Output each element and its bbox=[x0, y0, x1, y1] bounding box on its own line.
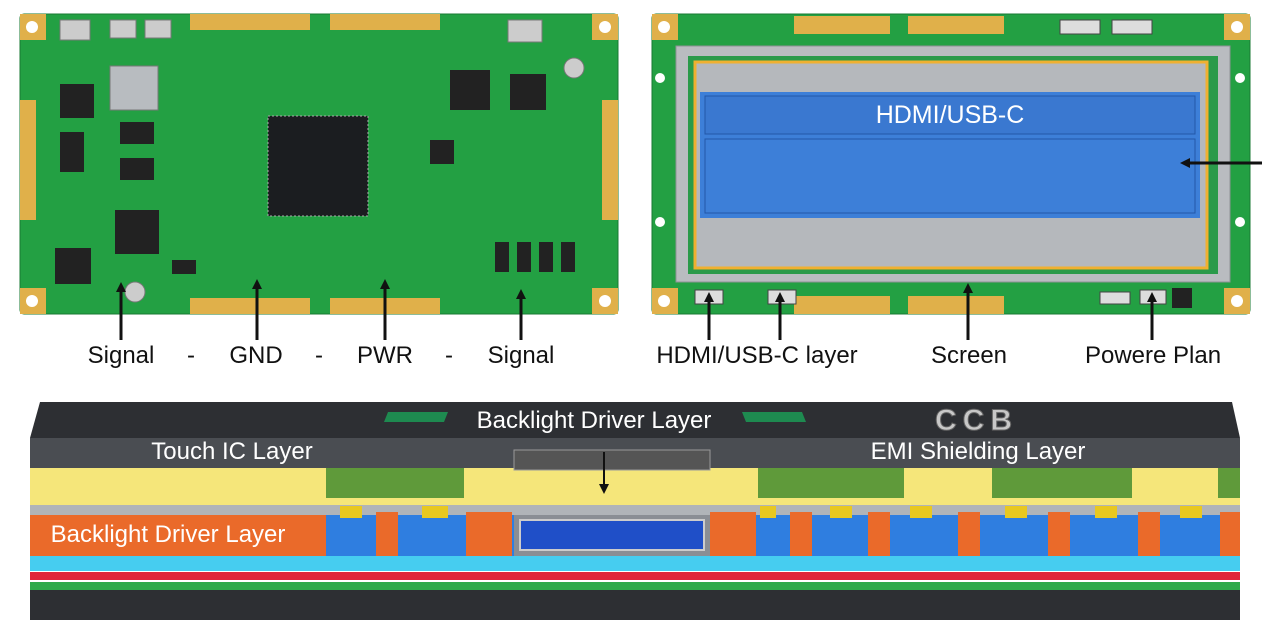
backlight-driver-label: Backlight Driver Layer bbox=[50, 521, 286, 548]
touch-ic-label: Touch IC Layer bbox=[151, 438, 313, 465]
label-power-plan: Powere Plan bbox=[1084, 342, 1222, 369]
label-signal-left: Signal bbox=[87, 342, 155, 369]
label-gnd: GND bbox=[229, 342, 283, 369]
cross-top-label: Backlight Driver Layer bbox=[476, 407, 712, 434]
label-separator: - bbox=[315, 342, 323, 369]
cross-section bbox=[30, 402, 1240, 620]
screen-text: HDMI/USB-C bbox=[875, 101, 1025, 129]
left-pcb-board bbox=[19, 13, 619, 315]
emi-shielding-label: EMI Shielding Layer bbox=[870, 438, 1086, 465]
right-pcb-board bbox=[651, 13, 1251, 315]
label-separator: - bbox=[187, 342, 195, 369]
label-signal-right: Signal bbox=[487, 342, 555, 369]
ccb-logo: CCB bbox=[935, 404, 1018, 438]
label-hdmi-layer: HDMI/USB-C layer bbox=[656, 342, 858, 369]
left-arrows bbox=[119, 285, 523, 340]
label-separator: - bbox=[445, 342, 453, 369]
label-screen: Screen bbox=[930, 342, 1008, 369]
label-pwr: PWR bbox=[357, 342, 413, 369]
